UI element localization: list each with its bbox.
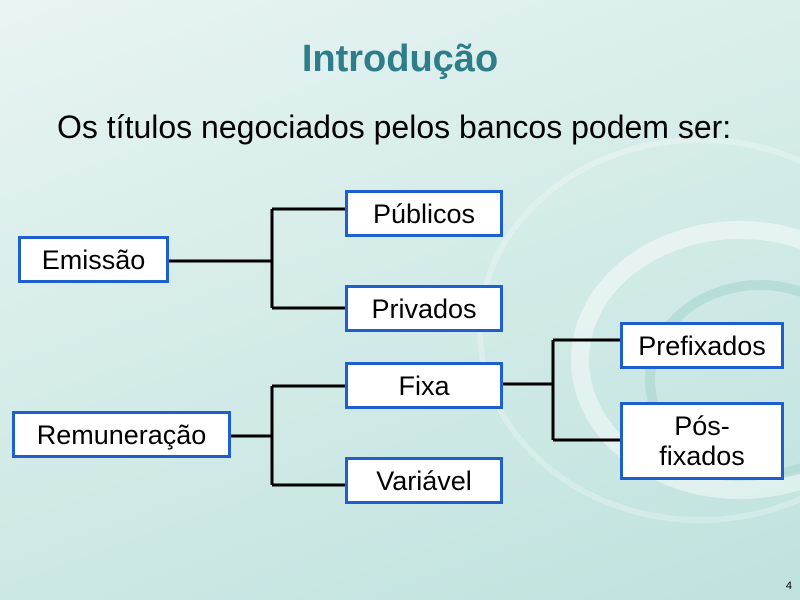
intro-text: Os títulos negociados pelos bancos podem… xyxy=(57,109,732,145)
box-fixa: Fixa xyxy=(345,362,503,409)
box-remuneracao: Remuneração xyxy=(12,411,231,458)
box-prefixados: Prefixados xyxy=(620,322,784,369)
box-publicos: Públicos xyxy=(345,190,503,237)
slide-title: Introdução xyxy=(301,38,499,80)
box-variavel: Variável xyxy=(345,457,503,504)
box-privados: Privados xyxy=(345,285,503,332)
box-posfixados: Pós- fixados xyxy=(620,402,784,480)
box-emissao: Emissão xyxy=(18,236,169,283)
page-number: 4 xyxy=(785,580,792,592)
